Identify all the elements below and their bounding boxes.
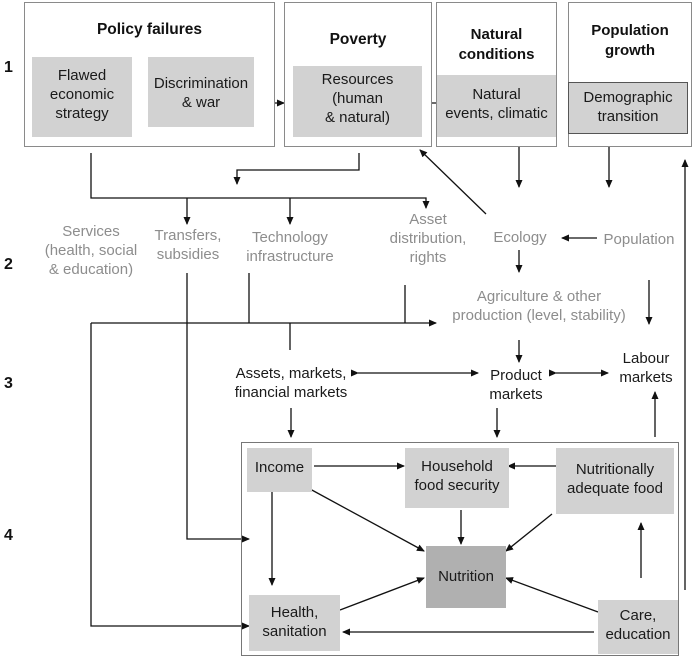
natural-conditions-title: Natural conditions: [458, 26, 535, 63]
population-label: Population: [603, 231, 675, 248]
household-food-security-text: Household food security: [414, 458, 500, 494]
income-text: Income: [254, 459, 305, 476]
agriculture-label: Agriculture & other production (level, s…: [452, 288, 626, 324]
poverty-title: Poverty: [329, 31, 387, 48]
services-label: Services (health, social & education): [44, 223, 138, 278]
health-sanitation-text: Health, sanitation: [262, 604, 327, 640]
assets-markets-label: Assets, markets, financial markets: [234, 365, 348, 401]
household-food-security-box: Household food security: [405, 448, 509, 508]
policy-failures-title: Policy failures: [96, 21, 203, 38]
level-1-label: 1: [4, 59, 13, 76]
arrow-income-to-nutrition: [309, 488, 425, 552]
discrimination-text: Discrimination & war: [153, 75, 249, 111]
nutrition-box: Nutrition: [426, 546, 506, 608]
income-box: Income: [247, 448, 312, 492]
care-education-box: Care, education: [598, 600, 678, 654]
demographic-text: Demographic transition: [583, 89, 673, 125]
natural-events-text: Natural events, climatic: [445, 86, 548, 122]
nutrition-text: Nutrition: [438, 568, 494, 585]
arrow-transfers-to-income: [186, 273, 250, 543]
labour-markets-label: Labour markets: [619, 350, 673, 386]
health-sanitation-box: Health, sanitation: [249, 595, 340, 651]
level-3-label: 3: [4, 375, 13, 392]
line-poverty-to-branch: [233, 153, 360, 185]
natural-events-box: Natural events, climatic: [437, 75, 556, 137]
arrow-ecology-to-poverty: [419, 149, 487, 215]
demographic-box: Demographic transition: [568, 82, 688, 134]
flawed-strategy-text: Flawed economic strategy: [49, 67, 115, 122]
product-markets-label: Product markets: [489, 367, 543, 403]
care-education-text: Care, education: [605, 607, 671, 643]
level-2-label: 2: [4, 256, 13, 273]
flawed-strategy-box: Flawed economic strategy: [32, 57, 132, 137]
arrow-care-to-nutrition: [505, 577, 599, 613]
line-policy-branch: [90, 153, 430, 209]
population-growth-title: Population growth: [591, 22, 669, 59]
technology-label: Technology infrastructure: [246, 229, 334, 265]
ecology-label: Ecology: [493, 229, 547, 246]
discrimination-box: Discrimination & war: [148, 57, 254, 127]
household-level-box: [241, 442, 679, 656]
transfers-label: Transfers, subsidies: [154, 227, 222, 263]
arrow-health-to-nutrition: [339, 577, 425, 611]
level-4-label: 4: [4, 527, 13, 544]
arrow-nutritionally-to-nutrition: [505, 513, 553, 552]
nutritionally-adequate-box: Nutritionally adequate food: [556, 448, 674, 514]
resources-box: Resources (human & natural): [293, 66, 422, 137]
arrow-services-to-health: [90, 323, 250, 630]
asset-distribution-label: Asset distribution, rights: [389, 211, 467, 266]
resources-text: Resources (human & natural): [321, 71, 394, 126]
nutritionally-adequate-text: Nutritionally adequate food: [567, 461, 663, 497]
